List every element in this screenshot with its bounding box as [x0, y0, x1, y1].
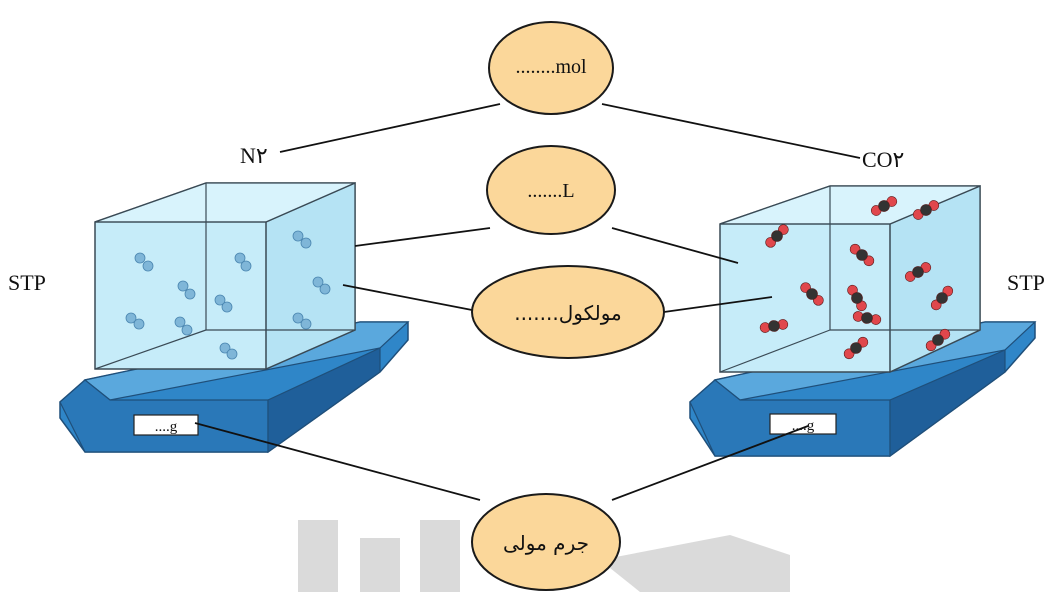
n2-label: N۲: [240, 143, 268, 168]
watermark-logo: [298, 520, 790, 592]
connector-lines: [194, 103, 861, 501]
carbon-atom: [806, 288, 818, 300]
left-scale-display: [133, 414, 199, 436]
carbon-atom: [771, 230, 783, 242]
carbon-atom: [912, 266, 924, 278]
co2-molecule: [849, 243, 875, 267]
co2-molecule: [843, 336, 869, 360]
co2-molecule: [870, 196, 898, 216]
co2-molecule: [930, 285, 954, 311]
carbon-atom: [851, 292, 863, 304]
co2-molecule: [847, 284, 867, 312]
co2-molecule: [925, 328, 951, 352]
left-scale-reading: ....g: [155, 419, 178, 435]
mol-bubble: ........mol: [488, 21, 614, 115]
carbon-atom: [768, 320, 780, 332]
carbon-atom: [850, 342, 862, 354]
molecule-bubble: مولکول.......: [471, 265, 665, 359]
co2-molecule: [852, 311, 882, 325]
carbon-atom: [856, 249, 868, 261]
mol-text: ........mol: [515, 56, 587, 78]
liter-text: .......L: [527, 180, 574, 202]
molar-mass-text: جرم مولی: [503, 531, 589, 555]
co2-container: [719, 185, 981, 374]
co2-molecule: [765, 224, 789, 248]
carbon-atom: [878, 200, 890, 212]
co2-molecule: [759, 319, 789, 333]
carbon-atom: [936, 292, 948, 304]
stp-label-left: STP: [8, 270, 46, 295]
right-scale-display: [769, 413, 837, 435]
co2-molecules: [759, 196, 954, 360]
co2-molecule: [904, 262, 932, 282]
molar-mass-bubble: جرم مولی: [471, 493, 621, 591]
co2-molecule: [912, 200, 940, 220]
stp-label-right: STP: [1007, 270, 1045, 295]
liter-bubble: .......L: [486, 145, 616, 235]
carbon-atom: [861, 312, 873, 324]
co2-label: CO۲: [862, 147, 904, 172]
n2-container: [94, 182, 356, 370]
n2-molecules: [125, 230, 331, 360]
carbon-atom: [920, 204, 932, 216]
molecule-text: مولکول.......: [514, 301, 622, 325]
co2-molecule: [800, 282, 824, 306]
carbon-atom: [932, 334, 944, 346]
